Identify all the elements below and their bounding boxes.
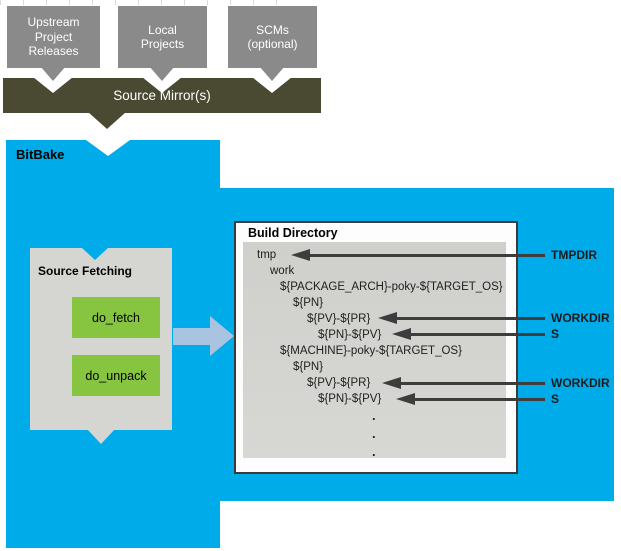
- s-arrow-head-2: [396, 393, 415, 405]
- directory-tree: tmp work ${PACKAGE_ARCH}-poky-${TARGET_O…: [243, 247, 506, 407]
- directory-tree-panel: [243, 242, 506, 458]
- local-projects-box: Local Projects: [118, 6, 207, 68]
- scms-box: SCMs (optional): [228, 6, 317, 68]
- s-label: S: [551, 327, 560, 341]
- s-label-2: S: [551, 392, 560, 406]
- tmpdir-arrow-head: [291, 249, 310, 261]
- fetch-to-builddir-arrow-shaft: [173, 328, 210, 345]
- bitbake-label: BitBake: [16, 147, 65, 162]
- tmpdir-label: TMPDIR: [551, 248, 597, 262]
- mirror-notch: [252, 77, 292, 93]
- upstream-connector-arrow-down: [40, 66, 66, 81]
- tree-line-pn-pv: ${PN}-${PV}: [318, 329, 382, 341]
- s-arrow-line-2: [413, 398, 545, 401]
- local-connector-arrow-down: [149, 66, 175, 81]
- tree-line-pn: ${PN}: [293, 297, 324, 309]
- fetch-to-builddir-arrow-head: [210, 316, 234, 356]
- tree-line-pv-pr-2: ${PV}-${PR}: [307, 377, 371, 389]
- tree-line-pv-pr: ${PV}-${PR}: [307, 313, 371, 325]
- bitbake-region-bottom: [6, 500, 220, 548]
- s-arrow-head: [392, 328, 411, 340]
- tree-ellipsis: . . .: [372, 408, 376, 459]
- workdir-arrow-head-2: [382, 377, 401, 389]
- mirror-to-bitbake-arrow-down: [88, 112, 126, 129]
- scms-connector-arrow-down: [259, 66, 285, 81]
- mirror-notch: [142, 77, 182, 93]
- tree-line-pn-pv-2: ${PN}-${PV}: [318, 393, 382, 405]
- grid-lines: [0, 0, 282, 5]
- s-arrow-line: [409, 333, 545, 336]
- workdir-arrow-line: [395, 317, 545, 320]
- tree-line-package-arch: ${PACKAGE_ARCH}-poky-${TARGET_OS}: [280, 281, 503, 293]
- tree-line-machine: ${MACHINE}-poky-${TARGET_OS}: [280, 345, 462, 357]
- tree-line-work: work: [270, 265, 295, 277]
- build-directory-title: Build Directory: [248, 226, 338, 240]
- local-projects-label: Local Projects: [140, 22, 185, 52]
- upstream-project-releases-label: Upstream Project Releases: [27, 15, 80, 59]
- source-fetching-arrow-down: [87, 429, 115, 444]
- upstream-project-releases-box: Upstream Project Releases: [7, 6, 100, 68]
- scms-label: SCMs (optional): [247, 22, 298, 52]
- bitbake-top-notch: [86, 140, 130, 156]
- do-fetch-label: do_fetch: [92, 310, 140, 325]
- source-mirrors-label: Source Mirror(s): [113, 88, 211, 103]
- tree-line-tmp: tmp: [257, 249, 277, 261]
- source-fetching-box: [30, 248, 172, 430]
- do-fetch-task-box: do_fetch: [72, 297, 160, 338]
- workdir-arrow-line-2: [399, 382, 545, 385]
- mirror-notch: [33, 77, 73, 93]
- tree-line-pn-2: ${PN}: [293, 361, 324, 373]
- source-fetching-top-notch: [82, 248, 108, 260]
- workdir-arrow-head: [378, 312, 397, 324]
- do-unpack-label: do_unpack: [85, 368, 147, 383]
- workdir-label-2: WORKDIR: [551, 376, 610, 390]
- workdir-label: WORKDIR: [551, 311, 610, 325]
- tmpdir-arrow-line: [308, 254, 545, 257]
- source-fetching-title: Source Fetching: [38, 264, 133, 278]
- do-unpack-task-box: do_unpack: [72, 355, 160, 396]
